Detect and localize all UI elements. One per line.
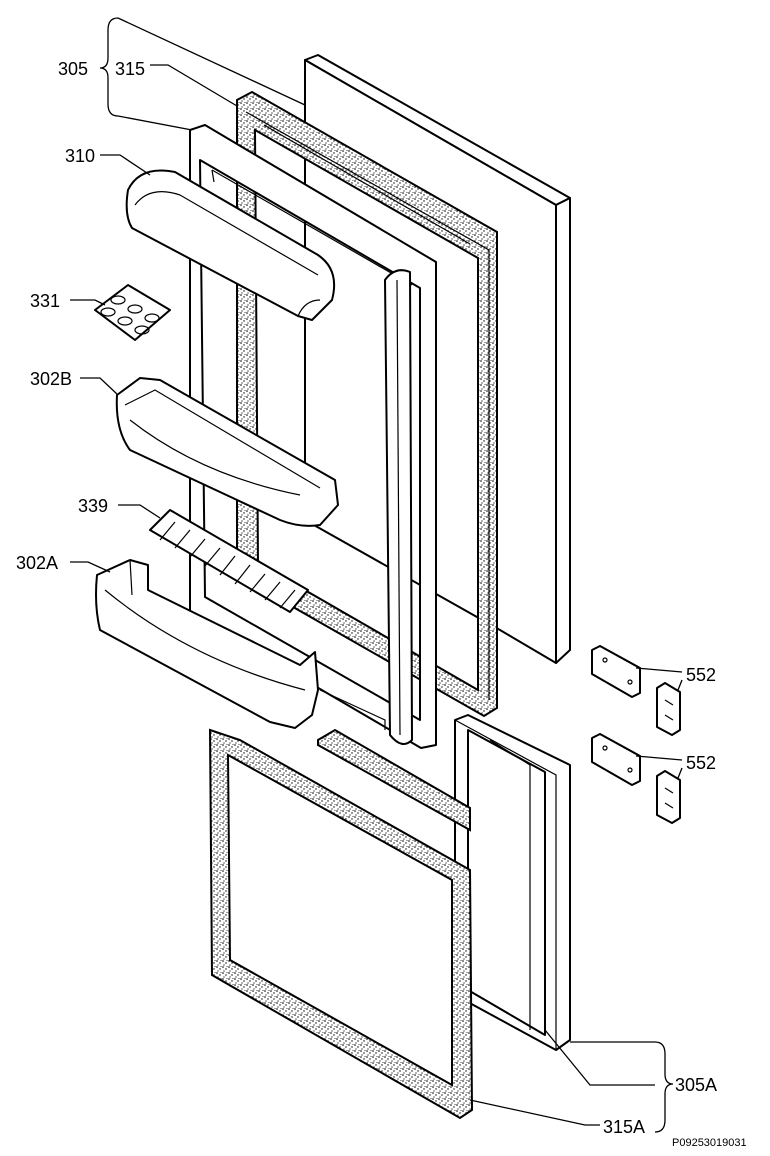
- label-310: 310: [65, 146, 95, 166]
- lower-door-panel: [454, 714, 571, 1051]
- bracket-305a: [654, 1041, 674, 1133]
- leader-lines: [70, 17, 683, 1126]
- dairy-compartment-cover: [125, 169, 336, 321]
- hinge-set-upper: [591, 645, 681, 736]
- label-339: 339: [78, 496, 108, 516]
- rail-foot: [319, 689, 386, 730]
- label-552-lower: 552: [686, 753, 716, 773]
- bracket-305: [99, 17, 119, 117]
- label-305: 305: [58, 59, 88, 79]
- label-331: 331: [30, 291, 60, 311]
- lower-door-gasket: [208, 728, 474, 1120]
- label-302b: 302B: [30, 369, 72, 389]
- label-552-upper: 552: [686, 665, 716, 685]
- label-315a: 315A: [603, 1117, 645, 1137]
- label-305a: 305A: [675, 1075, 717, 1095]
- upper-door-bin: [115, 377, 339, 527]
- egg-tray: [94, 284, 171, 341]
- bottle-divider-grid: [149, 509, 309, 613]
- hinge-set-lower: [591, 733, 681, 824]
- door-rail: [384, 269, 413, 745]
- label-315: 315: [115, 59, 145, 79]
- reference-code: P09253019031: [672, 1137, 747, 1149]
- lower-door-bin: [95, 559, 319, 729]
- label-302a: 302A: [16, 553, 58, 573]
